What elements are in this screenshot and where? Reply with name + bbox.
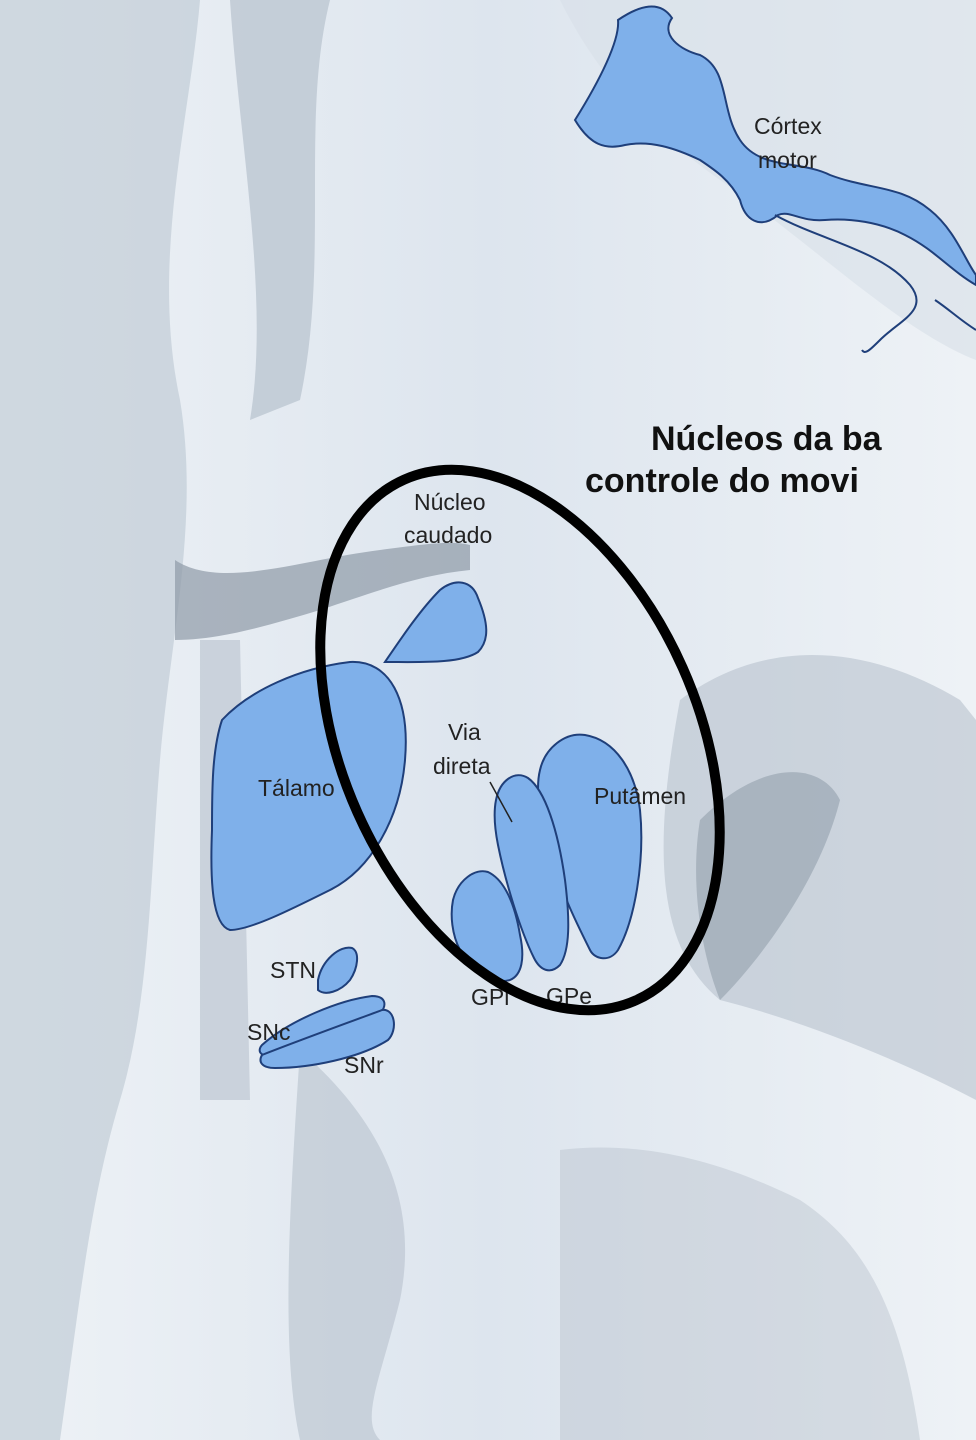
- caudate-label-1: Núcleo: [414, 489, 486, 515]
- thalamus-label: Tálamo: [258, 775, 335, 801]
- heading-line-2: controle do movi: [585, 462, 859, 500]
- via-direta-label-2: direta: [433, 753, 491, 779]
- snr-label: SNr: [344, 1052, 384, 1078]
- caudate-label-2: caudado: [404, 522, 492, 548]
- via-direta-label-1: Via: [448, 719, 481, 745]
- snc-label: SNc: [247, 1019, 290, 1045]
- stn-label: STN: [270, 957, 316, 983]
- putamen-label: Putâmen: [594, 783, 686, 809]
- cortex-motor-label-1: Córtex: [754, 113, 822, 139]
- cortex-motor-label-2: motor: [758, 147, 817, 173]
- heading-line-1: Núcleos da ba: [651, 420, 883, 458]
